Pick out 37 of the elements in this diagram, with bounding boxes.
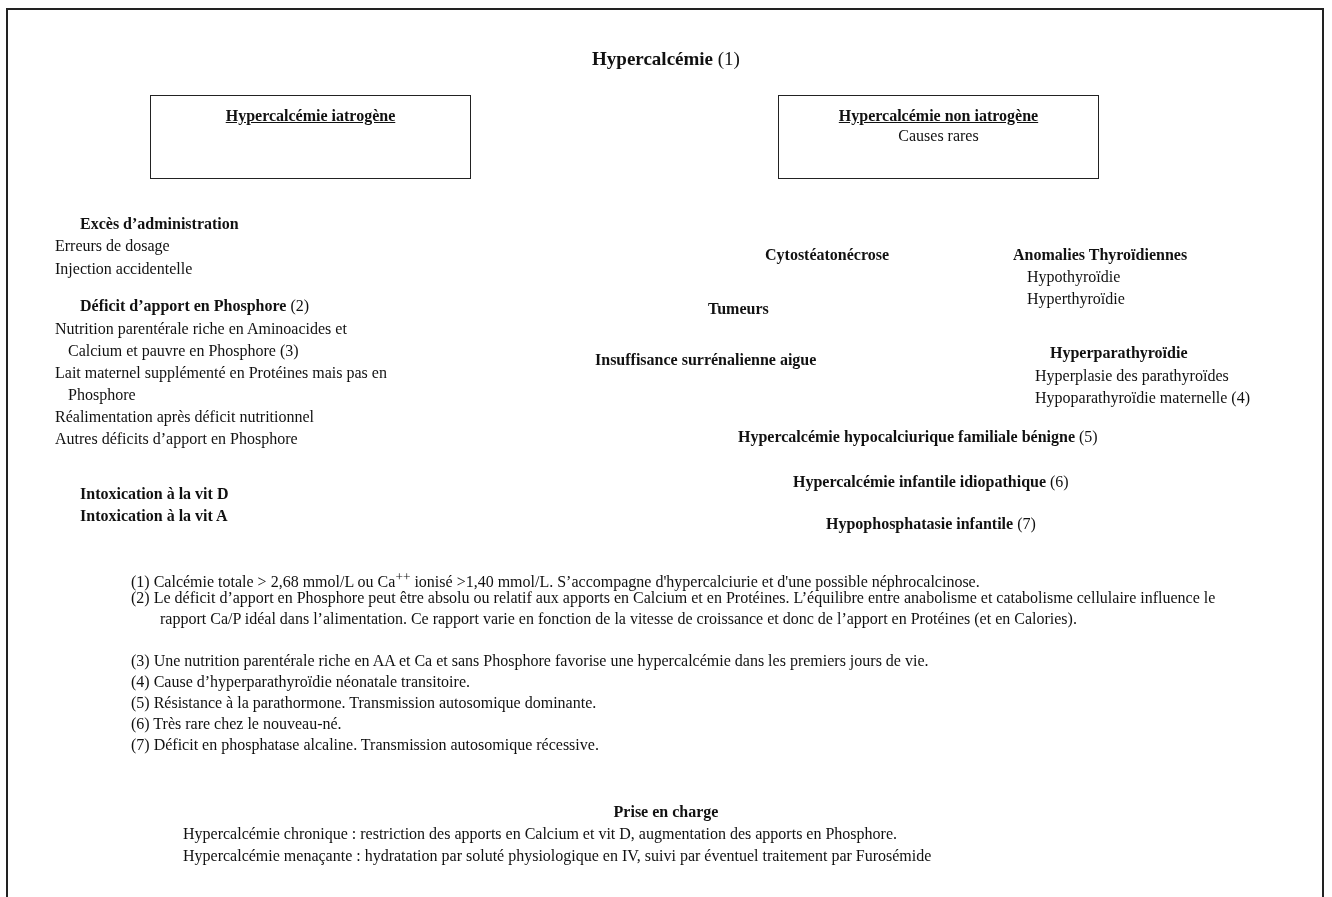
list-item: Autres déficits d’apport en Phosphore (55, 429, 298, 450)
list-item: Réalimentation après déficit nutritionnel (55, 407, 315, 428)
section-heading: Hyperparathyroïdie (1050, 343, 1188, 364)
cause-heading: Hypercalcémie infantile idiopathique (6) (793, 472, 1069, 493)
paragraph: Hypercalcémie chronique : restriction des apports en Calcium et vit D, augmentation des apports en Phosphore. (183, 824, 898, 845)
category-box (778, 95, 1099, 179)
title: Hypercalcémie (1) (591, 48, 741, 70)
footnote: (7) Déficit en phosphatase alcaline. Transmission autosomique récessive. (131, 735, 600, 755)
cause-heading: Tumeurs (708, 299, 769, 319)
list-item: Lait maternel supplémenté en Protéines mais pas en Phosphore (55, 363, 388, 406)
list-item: Erreurs de dosage (55, 236, 170, 257)
list-item: Hyperplasie des parathyroïdes (1035, 366, 1229, 387)
box-heading: Hypercalcémie iatrogène (224, 106, 397, 126)
box-heading: Hypercalcémie non iatrogène (837, 106, 1040, 126)
cause-heading: Insuffisance surrénalienne aigue (595, 350, 817, 371)
list-item: Hypoparathyroïdie maternelle (4) (1035, 388, 1251, 409)
list-item: Injection accidentelle (55, 259, 193, 280)
list-item: Hyperthyroïdie (1027, 289, 1125, 310)
cause-heading: Intoxication à la vit D (80, 484, 229, 504)
section-heading: Déficit d’apport en Phosphore (2) (80, 296, 310, 317)
footnote: (1) Calcémie totale > 2,68 mmol/L ou Ca$^{++}$ ionisé >1,40 mmol/L. S’accompagne d'hypercalciurie et d'une possible néphrocalcinose. (131, 568, 981, 592)
list-item: Nutrition parentérale riche en Aminoacides et Calcium et pauvre en Phosphore (3) (55, 319, 348, 362)
cause-heading: Cytostéatonécrose (765, 245, 890, 266)
list-item: Hypothyroïdie (1027, 267, 1121, 288)
footnote: (6) Très rare chez le nouveau-né. (131, 714, 343, 734)
section-heading: Anomalies Thyroïdiennes (1013, 245, 1188, 266)
category-box (150, 95, 471, 179)
section-heading: Excès d’administration (80, 214, 239, 234)
cause-heading: Hypercalcémie hypocalciurique familiale bénigne (5) (738, 427, 1098, 448)
footnote: (3) Une nutrition parentérale riche en AA et Ca et sans Phosphore favorise une hypercalcémie dans les premiers jours de vie. (131, 651, 930, 671)
paragraph: Hypercalcémie menaçante : hydratation par soluté physiologique en IV, suivi par éventuel traitement par Furosémide (183, 846, 932, 867)
footnote: (5) Résistance à la parathormone. Transmission autosomique dominante. (131, 693, 598, 713)
section-heading: Prise en charge (612, 802, 720, 823)
cause-heading: Hypophosphatasie infantile (7) (826, 514, 1036, 535)
footnote: (4) Cause d’hyperparathyroïdie néonatale transitoire. (131, 672, 471, 692)
cause-heading: Intoxication à la vit A (80, 506, 228, 526)
box-subtitle: Causes rares (897, 126, 980, 146)
